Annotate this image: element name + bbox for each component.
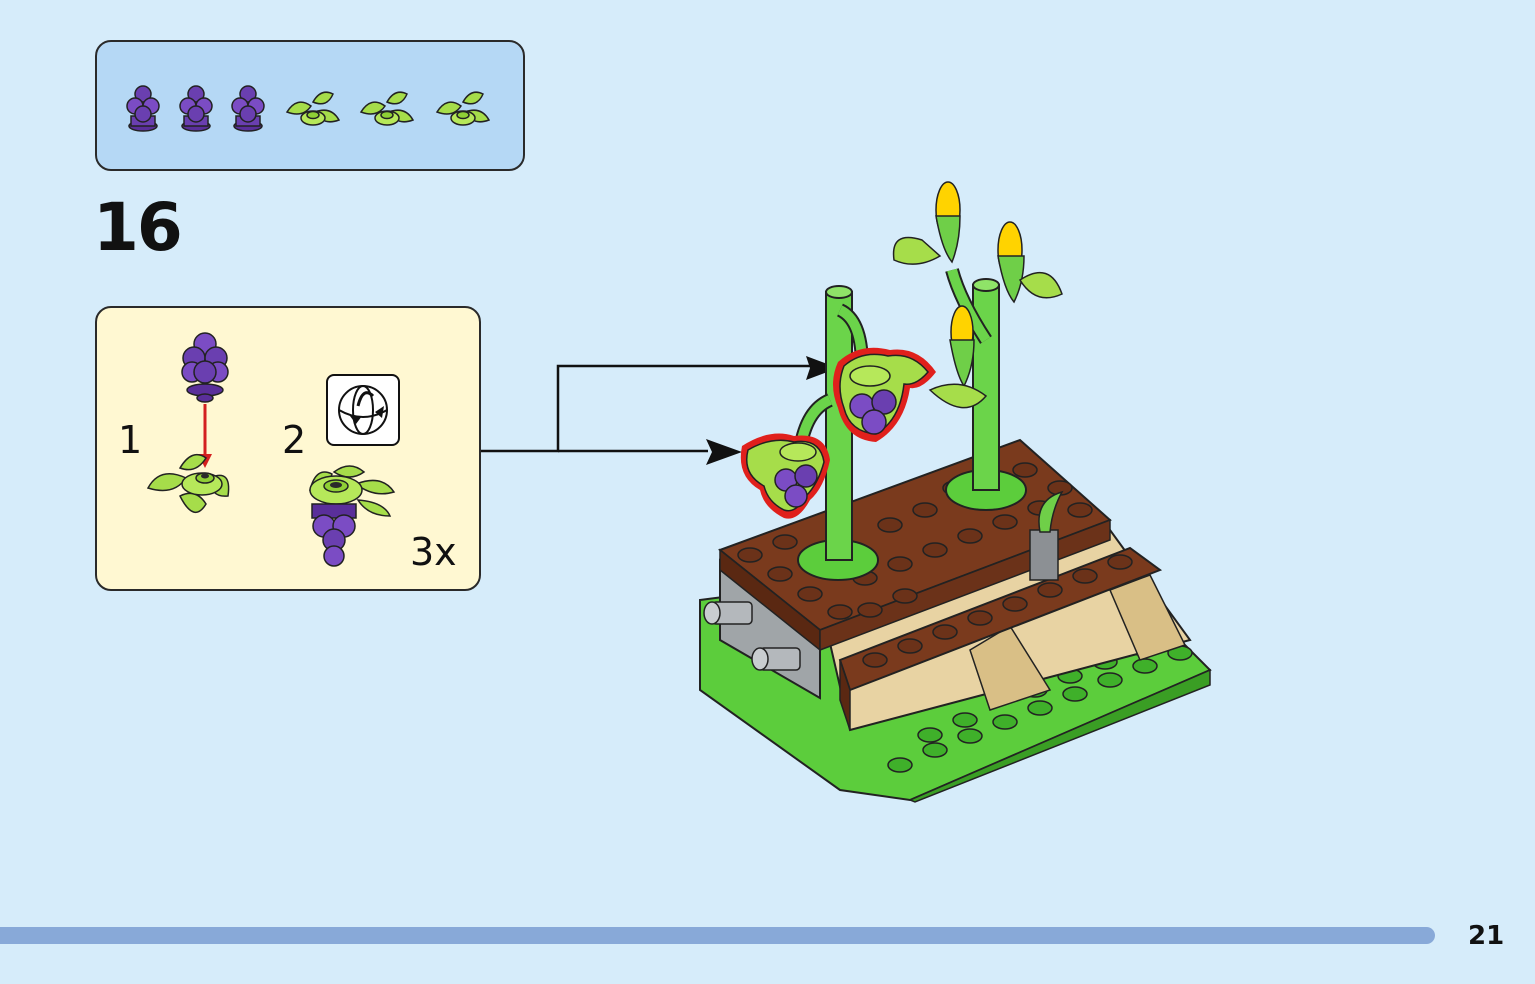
grape-leaf-assembly xyxy=(309,465,396,567)
purple-grape-cluster-icon xyxy=(179,85,213,132)
page-number: 21 xyxy=(1468,921,1505,951)
step-number: 16 xyxy=(93,189,183,266)
progress-bar xyxy=(0,927,1435,944)
purple-grape-cluster-icon xyxy=(126,85,160,132)
sub-step-2-label: 2 xyxy=(282,418,307,462)
highlighted-grape-lower xyxy=(740,433,830,519)
lime-leaf-plate-icon xyxy=(359,91,415,126)
rotate-model-icon xyxy=(326,374,400,446)
sub-assembly-box xyxy=(95,306,481,591)
lime-leaf-plate-icon xyxy=(435,91,491,126)
highlighted-grape-upper xyxy=(833,347,936,442)
sub-step-1-label: 1 xyxy=(118,418,143,462)
purple-grape-cluster-icon xyxy=(231,85,265,132)
multiplier-label: 3x xyxy=(410,530,457,574)
grape-attach-diagram xyxy=(146,332,230,513)
lime-leaf-plate-icon xyxy=(285,91,341,126)
model-illustration xyxy=(699,181,1212,803)
parts-list-box xyxy=(95,40,525,171)
